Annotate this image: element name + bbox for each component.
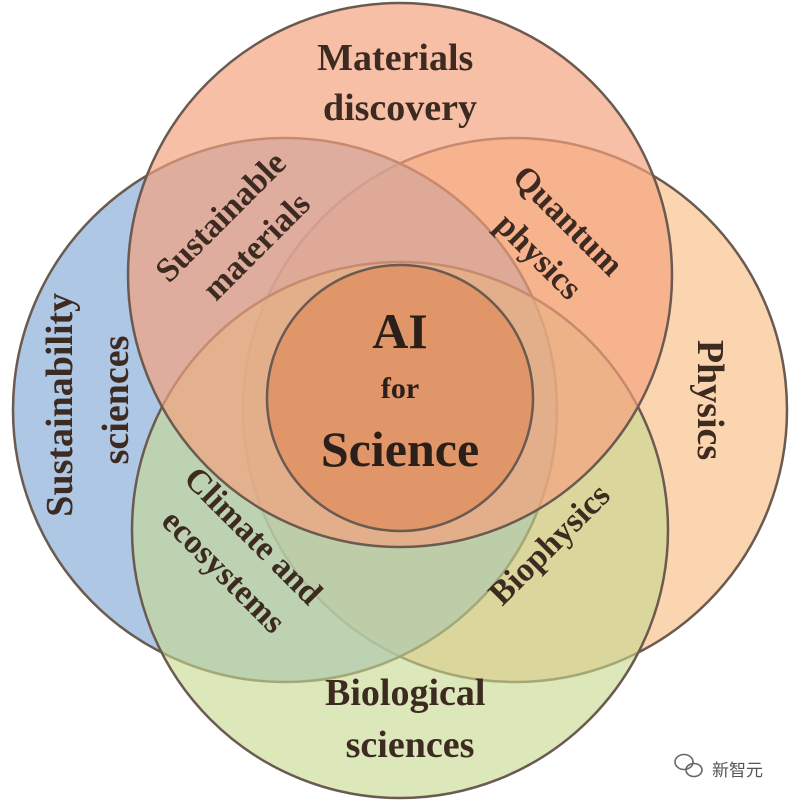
materials-line2: discovery	[323, 87, 477, 129]
sustainability-line2: sciences	[95, 336, 137, 465]
label-sustainability-sciences: Sustainability sciences	[39, 283, 137, 516]
label-biological-sciences: Biological sciences	[325, 672, 495, 766]
circle-ai-for-science	[265, 263, 535, 533]
center-science: Science	[321, 421, 479, 477]
biological-line2: sciences	[346, 724, 475, 766]
sustainability-line1: Sustainability	[39, 293, 81, 517]
watermark-text: 新智元	[712, 761, 763, 781]
biological-line1: Biological	[325, 672, 485, 714]
label-materials-discovery: Materials discovery	[317, 37, 483, 129]
wechat-icon	[674, 753, 703, 778]
label-physics: Physics	[689, 340, 731, 460]
center-ai: AI	[372, 303, 428, 359]
center-for: for	[381, 372, 419, 405]
materials-line1: Materials	[317, 37, 473, 79]
watermark: 新智元	[674, 753, 763, 781]
